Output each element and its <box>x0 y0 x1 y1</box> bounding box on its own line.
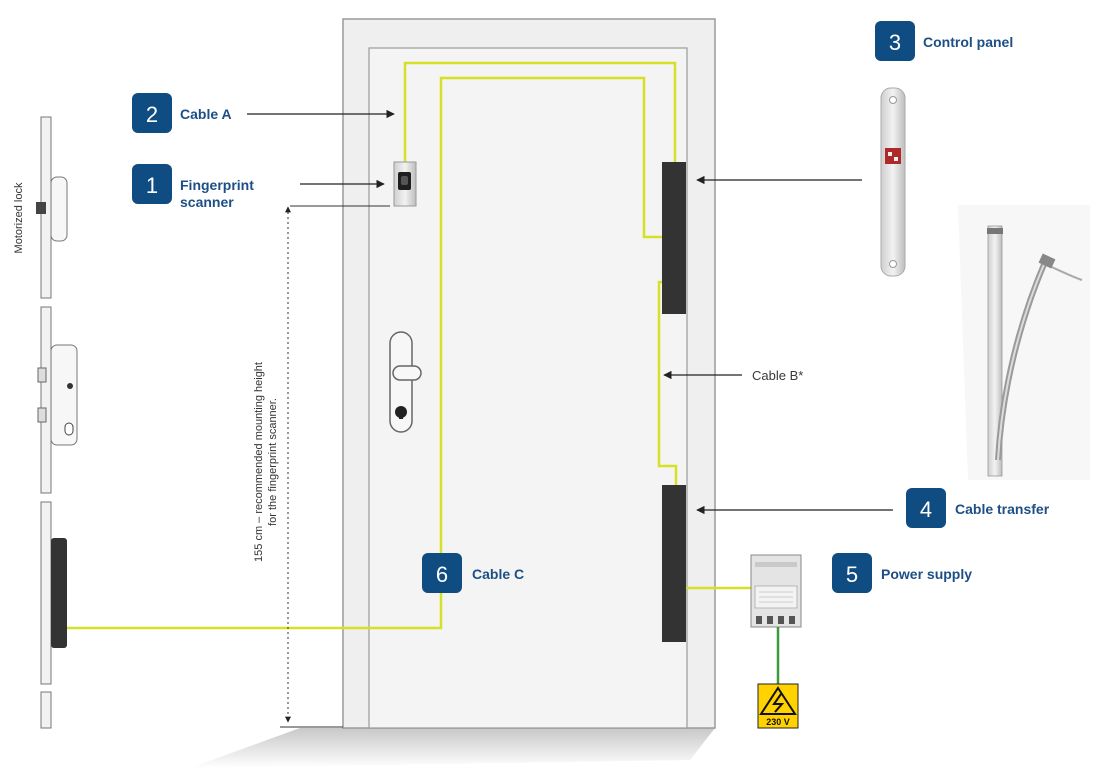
power-supply-label: Power supply <box>881 566 972 582</box>
callout-arrows <box>247 109 893 515</box>
badge-control-panel: 3 Control panel <box>875 21 1013 61</box>
control-panel-product-icon <box>880 87 906 277</box>
height-label-line1: 155 cm – recommended mounting height <box>253 362 265 562</box>
motorized-lock-icon <box>36 116 78 729</box>
motorized-lock-label: Motorized lock <box>13 182 25 253</box>
cable-transfer-icon <box>662 485 686 642</box>
cable-a-line <box>403 61 677 162</box>
door-leaf <box>368 47 688 729</box>
high-voltage-warning-icon <box>757 683 799 729</box>
svg-text:6: 6 <box>436 562 448 587</box>
voltage-label: 230 V <box>766 717 790 727</box>
cable-c-label: Cable C <box>472 566 524 582</box>
cable-a-label: Cable A <box>180 106 232 122</box>
svg-text:4: 4 <box>920 497 932 522</box>
badge-fingerprint-scanner: 1 Fingerprint scanner <box>132 164 254 210</box>
fingerprint-scanner-icon <box>393 161 417 207</box>
floor-shadow <box>190 728 715 768</box>
cable-transfer-label: Cable transfer <box>955 501 1050 517</box>
svg-text:2: 2 <box>146 102 158 127</box>
power-supply-unit-icon <box>750 554 802 628</box>
control-panel-label: Control panel <box>923 34 1013 50</box>
door-handle-icon <box>389 331 422 433</box>
badge-cable-c: 6 Cable C <box>422 553 524 593</box>
cable-transfer-product-icon <box>958 205 1090 480</box>
svg-text:1: 1 <box>146 173 158 198</box>
height-label-line2: for the fingerprint scanner. <box>267 398 279 526</box>
badge-cable-transfer: 4 Cable transfer <box>906 488 1050 528</box>
fingerprint-label-line1: Fingerprint <box>180 177 254 193</box>
svg-text:3: 3 <box>889 30 901 55</box>
badge-cable-a: 2 Cable A <box>132 93 232 133</box>
svg-text:5: 5 <box>846 562 858 587</box>
cable-c-line <box>62 76 662 630</box>
fingerprint-label-line2: scanner <box>180 194 234 210</box>
cable-b-label: Cable B* <box>752 368 803 383</box>
badge-power-supply: 5 Power supply <box>832 553 972 593</box>
control-panel-strip-icon <box>662 162 686 314</box>
